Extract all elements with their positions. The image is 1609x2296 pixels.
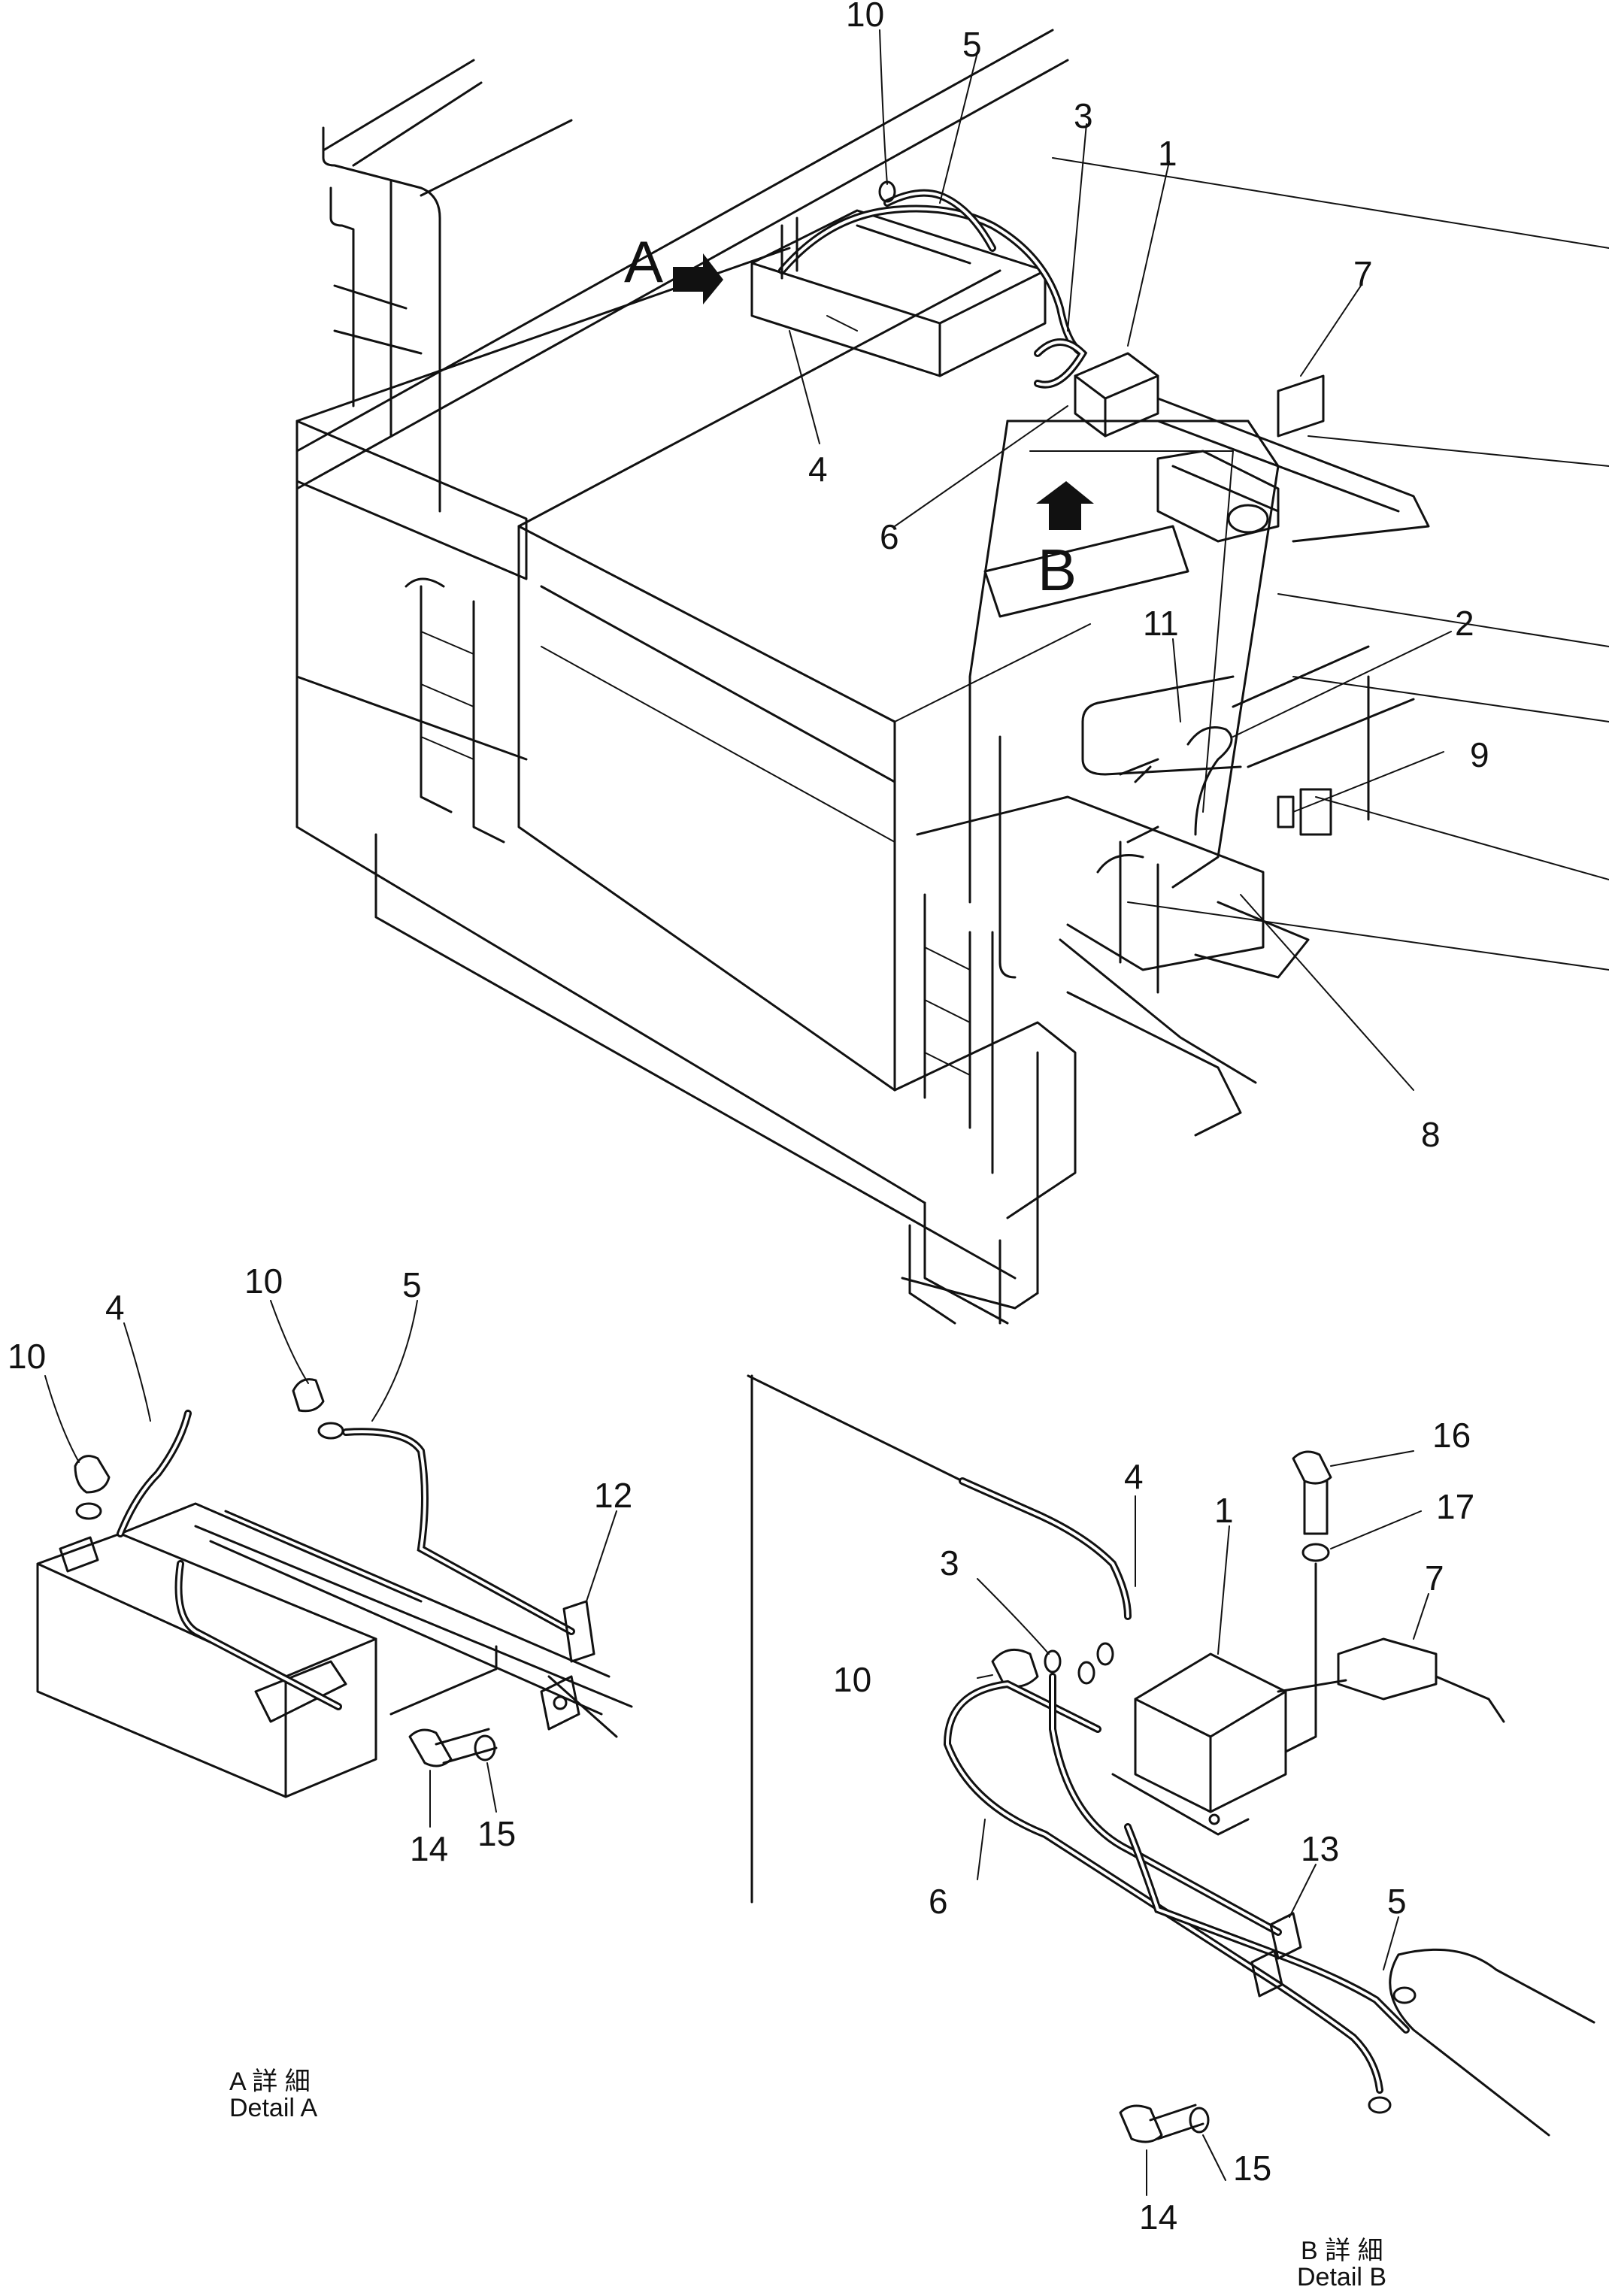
detail-a-view (36, 1300, 633, 1828)
callout-9: 9 (1470, 735, 1489, 774)
detail-b-view (747, 1374, 1595, 2196)
detail-b-callout-7: 7 (1425, 1558, 1444, 1598)
detail-b-caption-jp: B 詳 細 (1301, 2237, 1383, 2265)
detail-b-callout-13: 13 (1301, 1829, 1339, 1868)
view-label-a: A (624, 229, 663, 295)
detail-a-callout-10-left: 10 (8, 1337, 46, 1376)
callout-10: 10 (846, 0, 884, 34)
detail-b-callout-16: 16 (1432, 1416, 1471, 1455)
machine-overview (295, 29, 1609, 1325)
detail-b-callout-1: 1 (1214, 1491, 1234, 1530)
detail-a-callout-4: 4 (105, 1288, 125, 1327)
detail-b-callout-15: 15 (1233, 2149, 1271, 2188)
detail-a-callout-5: 5 (402, 1265, 422, 1304)
detail-a-callout-12: 12 (594, 1476, 632, 1515)
callout-5: 5 (962, 25, 982, 64)
callout-3: 3 (1074, 96, 1093, 135)
callout-7: 7 (1353, 254, 1373, 293)
detail-b-callout-6: 6 (929, 1882, 948, 1921)
detail-a-caption-jp: A 詳 細 (229, 2067, 311, 2096)
detail-a-caption: Detail A (229, 2094, 317, 2122)
callout-6: 6 (880, 517, 899, 556)
detail-b-callout-17: 17 (1436, 1487, 1474, 1526)
callout-11: 11 (1143, 604, 1179, 643)
detail-b-callout-3: 3 (940, 1543, 959, 1583)
detail-b-caption: Detail B (1297, 2263, 1386, 2291)
callout-1: 1 (1158, 134, 1177, 173)
detail-b-callout-4: 4 (1124, 1457, 1144, 1496)
captions: A 詳 細 Detail A B 詳 細 Detail B (229, 2067, 1386, 2291)
detail-a-callout-14: 14 (410, 1829, 448, 1868)
detail-a-callout-10-right: 10 (244, 1262, 283, 1301)
callout-4: 4 (808, 450, 828, 489)
callout-8: 8 (1421, 1115, 1441, 1154)
detail-b-callout-14: 14 (1139, 2198, 1177, 2237)
detail-b-callout-10: 10 (833, 1660, 871, 1699)
detail-b-callout-5: 5 (1387, 1882, 1407, 1921)
view-label-b: B (1038, 537, 1077, 603)
callout-labels: A B 10 5 3 1 7 4 6 11 2 9 8 10 5 4 10 12… (8, 0, 1489, 2237)
callout-2: 2 (1455, 604, 1474, 643)
detail-a-callout-15: 15 (477, 1814, 516, 1853)
